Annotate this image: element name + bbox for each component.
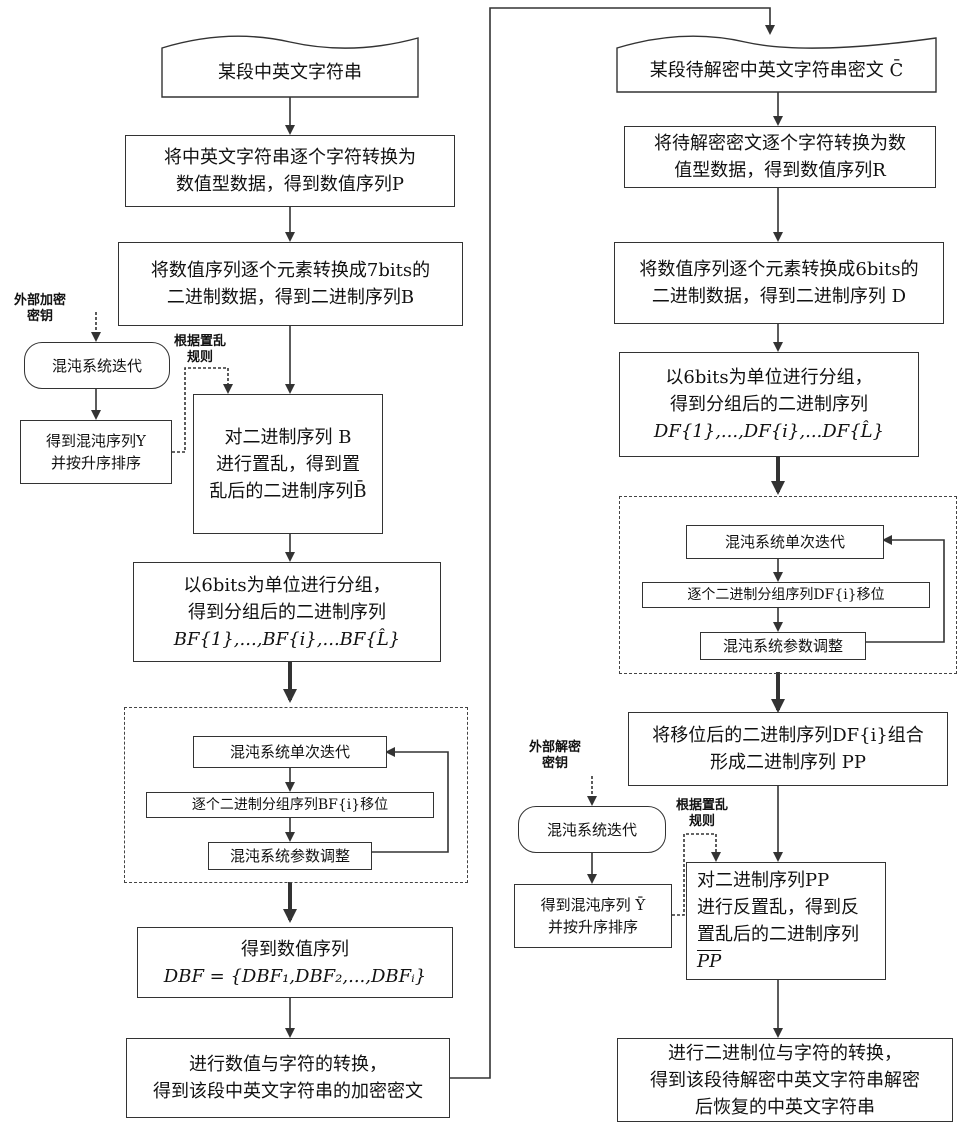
right-step1-box: 将待解密密文逐个字符转换为数 值型数据，得到数值序列R (624, 126, 936, 188)
right-end-line1: 进行二进制位与字符的转换， (650, 1040, 920, 1067)
right-loop-iter-box: 混沌系统单次迭代 (686, 525, 884, 559)
left-loop-shift-box: 逐个二进制分组序列BF{i}移位 (146, 792, 434, 818)
left-perm-rule-label: 根据置乱 规则 (160, 334, 240, 366)
right-seq-y-line1: 得到混沌序列 Ȳ (541, 894, 646, 916)
left-dbf-line1: 得到数值序列 (164, 936, 426, 963)
right-step2-line2: 二进制数据，得到二进制序列 D (639, 283, 918, 310)
left-end-line1: 进行数值与字符的转换， (153, 1051, 423, 1078)
left-start-node: 某段中英文字符串 (162, 48, 418, 97)
right-loop-shift-text: 逐个二进制分组序列DF{i}移位 (687, 585, 884, 605)
right-inv-permute-line2: 进行反置乱，得到反 (697, 894, 859, 921)
left-loop-adjust-box: 混沌系统参数调整 (208, 842, 372, 870)
left-step2-box: 将数值序列逐个元素转换成7bits的 二进制数据，得到二进制序列B (118, 242, 463, 326)
left-seq-y-box: 得到混沌序列Y 并按升序排序 (20, 420, 172, 484)
right-group-line1: 以6bits为单位进行分组， (654, 364, 884, 391)
left-chaos-iter-box: 混沌系统迭代 (24, 342, 170, 389)
right-group-line3: DF{1},...,DF{i},...DF{L̂} (654, 418, 884, 445)
left-permute-box: 对二进制序列 B 进行置乱，得到置 乱后的二进制序列B̄ (193, 394, 383, 534)
right-group-line2: 得到分组后的二进制序列 (654, 391, 884, 418)
left-permute-line2: 进行置乱，得到置 (209, 451, 366, 478)
left-seq-y-line1: 得到混沌序列Y (46, 430, 146, 452)
left-end-box: 进行数值与字符的转换， 得到该段中英文字符串的加密密文 (126, 1038, 450, 1118)
right-seq-y-box: 得到混沌序列 Ȳ 并按升序排序 (514, 884, 672, 948)
right-loop-adjust-text: 混沌系统参数调整 (723, 635, 843, 657)
left-step2-line1: 将数值序列逐个元素转换成7bits的 (151, 257, 430, 284)
right-end-line3: 后恢复的中英文字符串 (650, 1094, 920, 1121)
right-end-box: 进行二进制位与字符的转换， 得到该段待解密中英文字符串解密 后恢复的中英文字符串 (617, 1038, 953, 1122)
right-step2-line1: 将数值序列逐个元素转换成6bits的 (639, 256, 918, 283)
left-permute-line1: 对二进制序列 B (209, 424, 366, 451)
right-loop-adjust-box: 混沌系统参数调整 (700, 632, 866, 660)
right-loop-shift-box: 逐个二进制分组序列DF{i}移位 (642, 582, 930, 608)
right-perm-rule-label: 根据置乱 规则 (662, 798, 742, 830)
right-step1-line2: 值型数据，得到数值序列R (654, 157, 906, 184)
right-inv-permute-line1: 对二进制序列PP (697, 867, 859, 894)
right-chaos-iter-text: 混沌系统迭代 (547, 819, 637, 841)
right-seq-y-line2: 并按升序排序 (541, 916, 646, 938)
left-seq-y-line2: 并按升序排序 (46, 452, 146, 474)
left-end-line2: 得到该段中英文字符串的加密密文 (153, 1078, 423, 1105)
left-group-line3: BF{1},...,BF{i},...BF{L̂} (174, 626, 401, 653)
right-step2-box: 将数值序列逐个元素转换成6bits的 二进制数据，得到二进制序列 D (614, 242, 944, 324)
left-step1-line2: 数值型数据，得到数值序列P (164, 171, 416, 198)
right-combine-box: 将移位后的二进制序列DF{i}组合 形成二进制序列 PP (628, 712, 948, 786)
right-start-node: 某段待解密中英文字符串密文 C̄ (617, 48, 936, 92)
right-loop-iter-text: 混沌系统单次迭代 (725, 531, 845, 553)
left-group-line2: 得到分组后的二进制序列 (174, 599, 401, 626)
right-combine-line1: 将移位后的二进制序列DF{i}组合 (652, 722, 924, 749)
left-loop-shift-text: 逐个二进制分组序列BF{i}移位 (192, 795, 388, 815)
left-loop-iter-text: 混沌系统单次迭代 (230, 741, 350, 763)
left-chaos-iter-text: 混沌系统迭代 (52, 355, 142, 377)
left-key-label: 外部加密 密钥 (4, 293, 76, 325)
right-step1-line1: 将待解密密文逐个字符转换为数 (654, 130, 906, 157)
right-inv-permute-line4: PP (697, 948, 859, 975)
left-loop-adjust-text: 混沌系统参数调整 (230, 845, 350, 867)
left-group-box: 以6bits为单位进行分组， 得到分组后的二进制序列 BF{1},...,BF{… (133, 562, 441, 662)
right-chaos-iter-box: 混沌系统迭代 (518, 806, 666, 853)
left-loop-iter-box: 混沌系统单次迭代 (193, 736, 387, 768)
left-group-line1: 以6bits为单位进行分组， (174, 572, 401, 599)
right-start-text: 某段待解密中英文字符串密文 C̄ (650, 57, 904, 84)
left-step2-line2: 二进制数据，得到二进制序列B (151, 284, 430, 311)
left-dbf-line2: DBF = {DBF₁,DBF₂,...,DBFᵢ} (164, 963, 426, 990)
left-start-text: 某段中英文字符串 (218, 59, 362, 86)
right-inv-permute-line3: 置乱后的二进制序列 (697, 921, 859, 948)
right-combine-line2: 形成二进制序列 PP (652, 749, 924, 776)
left-permute-line3: 乱后的二进制序列B̄ (209, 478, 366, 505)
right-group-box: 以6bits为单位进行分组， 得到分组后的二进制序列 DF{1},...,DF{… (619, 352, 919, 457)
left-step1-line1: 将中英文字符串逐个字符转换为 (164, 144, 416, 171)
right-inv-permute-box: 对二进制序列PP 进行反置乱，得到反 置乱后的二进制序列 PP (686, 862, 886, 980)
right-key-label: 外部解密 密钥 (515, 740, 595, 772)
right-end-line2: 得到该段待解密中英文字符串解密 (650, 1067, 920, 1094)
left-dbf-box: 得到数值序列 DBF = {DBF₁,DBF₂,...,DBFᵢ} (137, 927, 453, 998)
left-step1-box: 将中英文字符串逐个字符转换为 数值型数据，得到数值序列P (125, 135, 455, 207)
